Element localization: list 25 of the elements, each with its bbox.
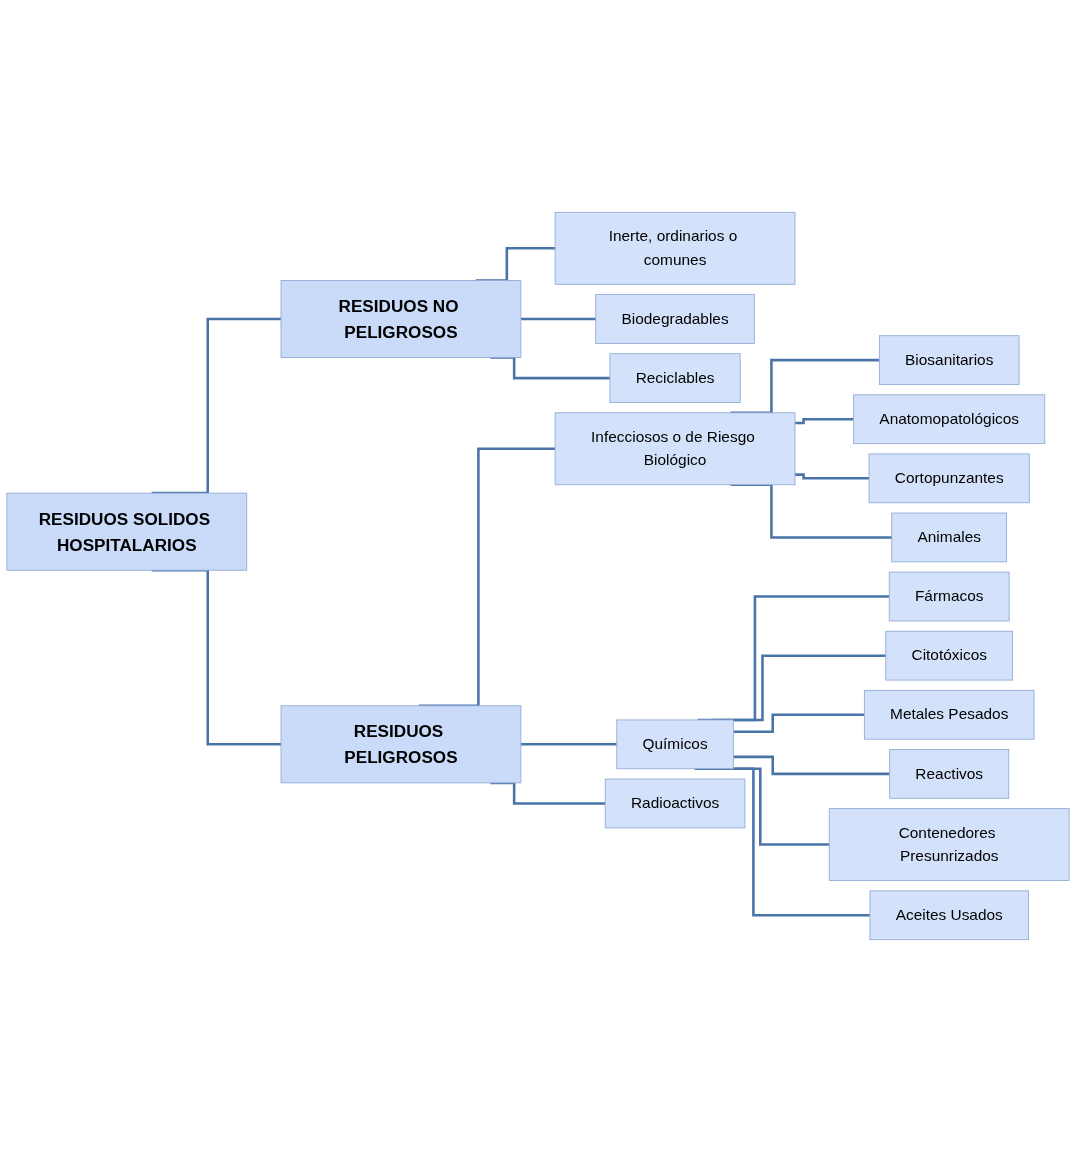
node-box: Contenedores Presunrizados <box>828 808 1070 881</box>
connector <box>795 473 870 480</box>
node-box: Anatomopatológicos <box>853 394 1046 445</box>
node-box: Biosanitarios <box>878 335 1020 385</box>
node-box: Citotóxicos <box>885 630 1014 681</box>
node-box: Radioactivos <box>604 778 746 829</box>
connector <box>733 713 865 734</box>
node-box: Reciclables <box>609 353 741 403</box>
node-box: RESIDUOS SOLIDOS HOSPITALARIOS <box>6 492 248 571</box>
connector <box>733 755 890 776</box>
node-box: Aceites Usados <box>869 890 1029 941</box>
node-box: Fármacos <box>888 571 1010 622</box>
connector <box>520 317 596 321</box>
node-box: Metales Pesados <box>863 689 1035 740</box>
node-box: Químicos <box>616 719 734 770</box>
node-box: Reactivos <box>889 749 1010 799</box>
connector <box>795 417 854 425</box>
node-box: Inerte, ordinarios o comunes <box>554 211 796 285</box>
connector <box>520 743 617 746</box>
node-box: RESIDUOS PELIGROSOS <box>280 705 522 784</box>
node-box: RESIDUOS NO PELIGROSOS <box>280 280 522 358</box>
node-box: Biodegradables <box>595 294 755 344</box>
node-box: Animales <box>891 512 1008 563</box>
node-box: Cortopunzantes <box>868 453 1030 504</box>
node-box: Infecciosos o de Riesgo Biológico <box>554 412 796 486</box>
